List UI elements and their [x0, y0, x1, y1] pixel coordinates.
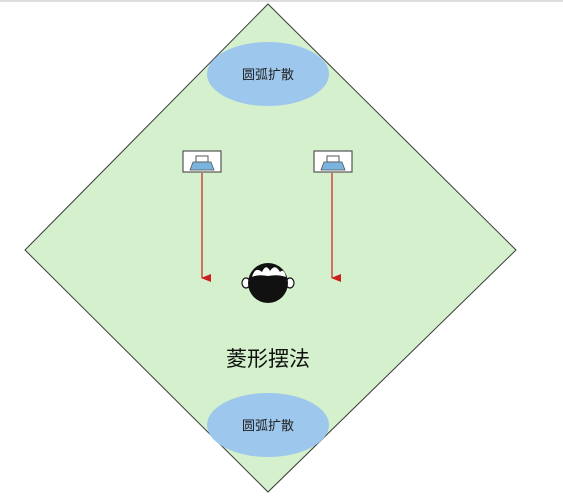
diagram-title: 菱形摆法 [226, 347, 310, 371]
bottom-diffusion-label: 圆弧扩散 [242, 419, 294, 434]
top-diffusion-label: 圆弧扩散 [242, 68, 294, 83]
room-diamond [24, 3, 517, 493]
listener-head-icon [241, 263, 295, 303]
right-speaker-icon [313, 150, 353, 173]
top-diffusion-zone: 圆弧扩散 [207, 42, 329, 106]
left-speaker-icon [182, 150, 222, 173]
bottom-diffusion-zone: 圆弧扩散 [207, 393, 329, 457]
